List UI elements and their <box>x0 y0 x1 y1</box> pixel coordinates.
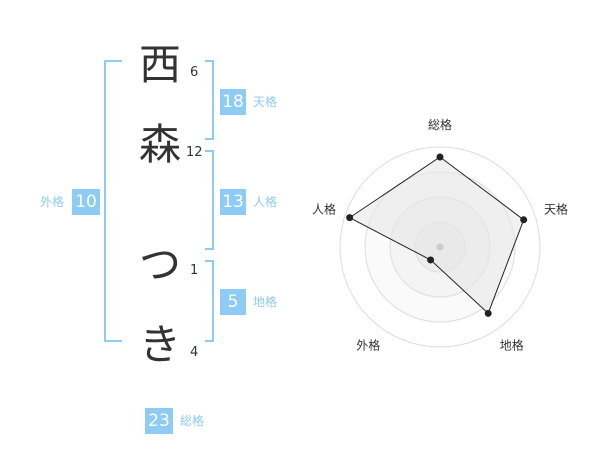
chikaku-value: 5 <box>220 289 246 315</box>
radar-point-4 <box>427 256 435 264</box>
name-char-3: つ <box>138 240 181 289</box>
stroke-count-3: 1 <box>190 263 199 278</box>
gaikaku-value: 10 <box>72 189 100 215</box>
tenkaku-value: 18 <box>220 89 246 115</box>
radar-center <box>436 243 444 251</box>
name-char-2: 森 <box>138 120 181 169</box>
radar-axis-label-4: 外格 <box>356 338 380 353</box>
stroke-count-1: 6 <box>190 65 199 80</box>
radar-axis-label-3: 地格 <box>500 338 524 353</box>
radar-axis-label-5: 人格 <box>312 201 336 216</box>
soukaku-label: 総格 <box>180 414 205 428</box>
radar-point-3 <box>484 309 492 317</box>
radar-shape <box>348 156 525 315</box>
radar-points <box>346 153 528 317</box>
soukaku-value: 23 <box>145 408 173 434</box>
radar-point-5 <box>346 214 354 222</box>
chikaku-label: 地格 <box>253 295 278 309</box>
gaikaku-label: 外格 <box>40 195 65 209</box>
jinkaku-value: 13 <box>220 189 246 215</box>
stroke-count-2: 12 <box>186 145 203 160</box>
tenkaku-label: 天格 <box>253 95 278 109</box>
radar-axis-label-2: 天格 <box>544 201 568 216</box>
jinkaku-label: 人格 <box>253 195 278 209</box>
stroke-count-4: 4 <box>190 345 199 360</box>
radar-axis-label-1: 総格 <box>428 117 452 132</box>
radar-point-1 <box>436 153 444 161</box>
radar-point-2 <box>520 216 528 224</box>
name-char-1: 西 <box>138 40 181 89</box>
name-char-4: き <box>138 320 181 369</box>
